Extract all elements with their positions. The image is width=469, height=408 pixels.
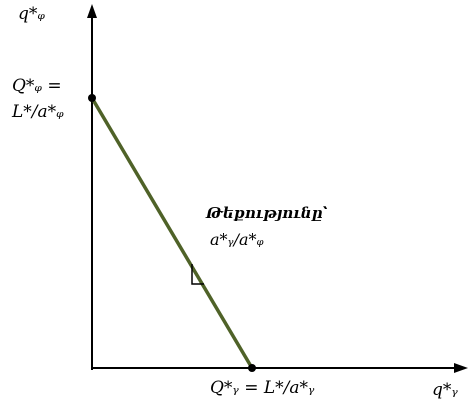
x-axis-arrowhead [454, 363, 468, 373]
x-axis-label: q*ᵧ [432, 380, 458, 400]
right-angle-marker [191, 264, 204, 285]
y-axis-arrowhead [87, 4, 97, 18]
x-intercept-point [248, 364, 256, 372]
slope-value: a*ᵧ/a*ᵩ [210, 230, 264, 249]
y-intercept-label-line2: L*/a*ᵩ [12, 102, 64, 122]
slope-title: Թեքությունը՝ [206, 204, 328, 222]
y-axis-label: q*ᵩ [18, 4, 45, 24]
y-intercept-point [88, 94, 96, 102]
y-intercept-label-line1: Q*ᵩ = [12, 76, 62, 96]
production-frontier-line [90, 97, 254, 369]
x-intercept-label: Q*ᵧ = L*/a*ᵧ [210, 378, 315, 398]
